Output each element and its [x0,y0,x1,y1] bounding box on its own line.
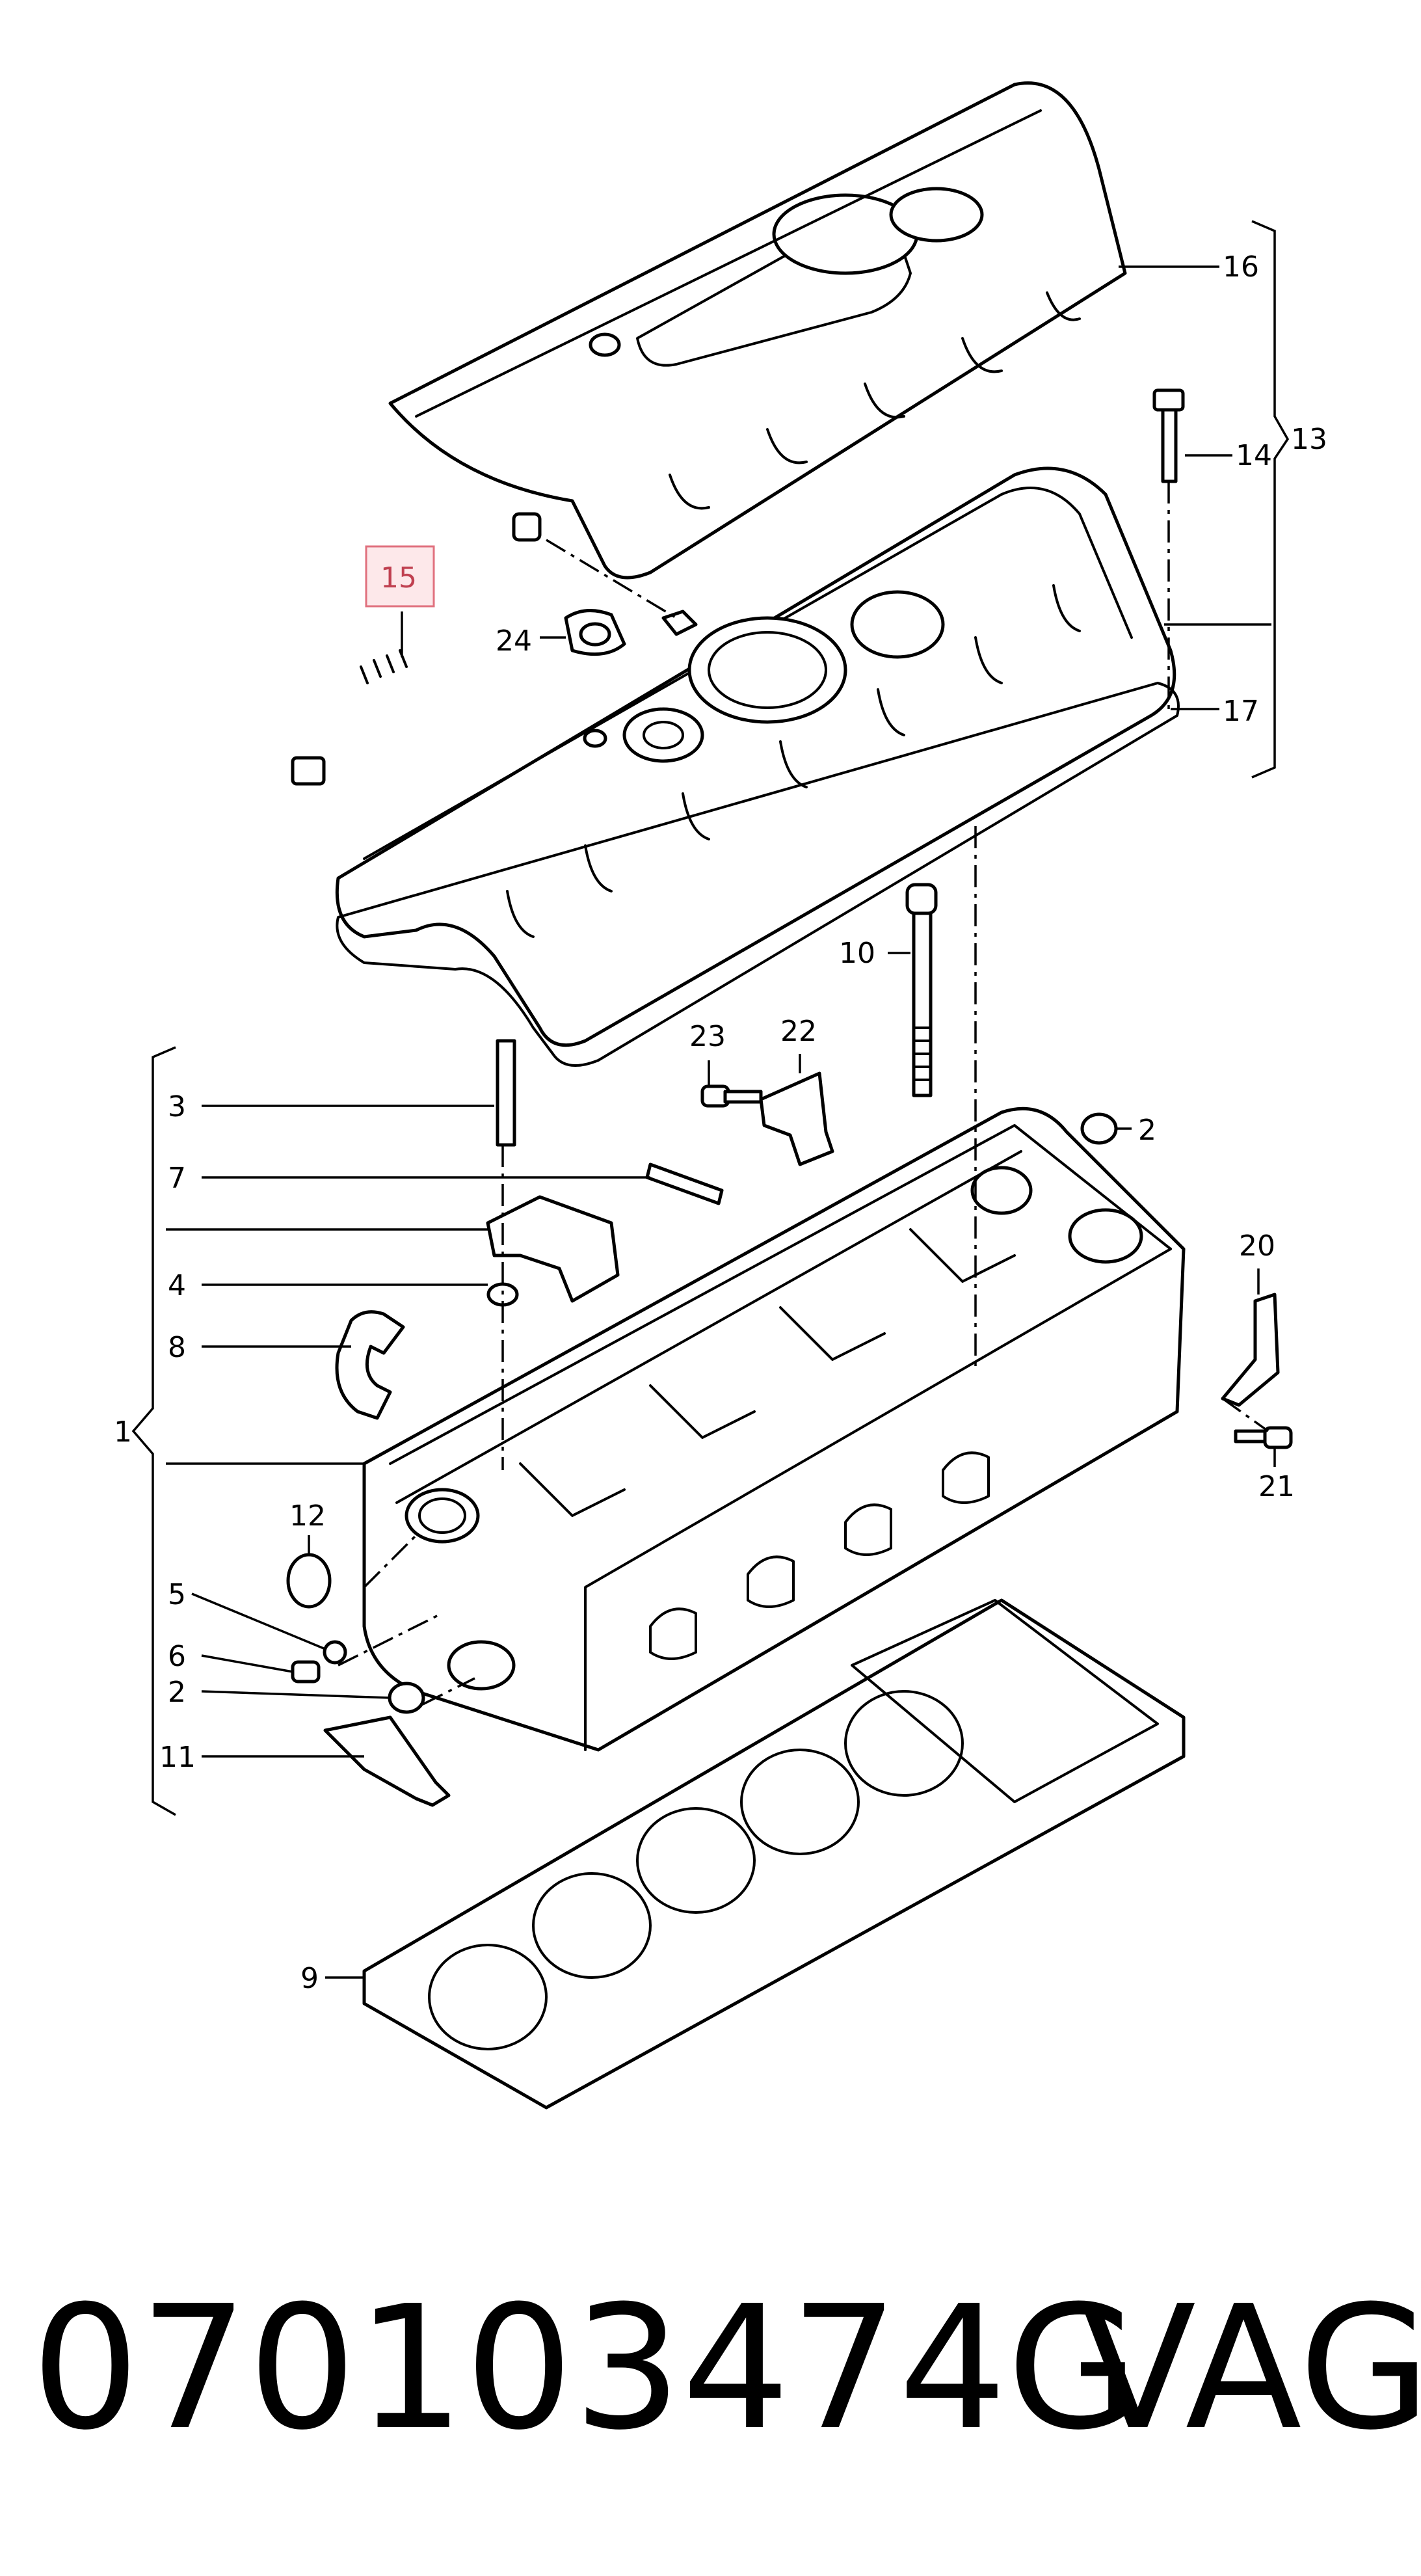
cylinder-head-cover [335,466,1176,1047]
callout-14: 14 [1236,439,1272,472]
leader-lines [131,220,1290,1979]
callout-7: 7 [168,1162,186,1195]
sealant-tube [323,1715,451,1807]
cover-plate [286,1553,332,1609]
callout-23: 23 [689,1020,726,1053]
callout-12: 12 [289,1499,326,1533]
pressure-valve [564,609,698,748]
callout-9: 9 [300,1962,319,1995]
callout-20: 20 [1239,1229,1275,1263]
callout-15: 15 [380,561,417,595]
cylinder-head [362,1107,1186,1752]
sealing-plug-lower [388,1682,425,1714]
sealing-plug [1080,1112,1118,1145]
bearing-cap [486,1039,620,1307]
head-bolt [905,883,938,1097]
callout-1: 1 [114,1415,132,1449]
highlight-box [365,545,435,608]
engine-top-cover [388,81,1127,580]
callout-24: 24 [496,624,532,658]
callout-2-top: 2 [1138,1114,1156,1147]
stud [645,1162,724,1205]
bracket [700,1071,834,1166]
callout-10: 10 [839,937,875,970]
callout-6: 6 [168,1640,186,1673]
brand-name: VAG [1080,2269,1421,2467]
callout-4: 4 [168,1269,186,1302]
callout-8: 8 [168,1331,186,1364]
seal-ring [323,1640,347,1665]
part-number: 070103474G [31,2269,1139,2467]
callout-11: 11 [159,1741,196,1774]
callout-16: 16 [1223,250,1259,284]
callout-labels: 16 14 13 17 15 24 10 22 23 2 3 7 4 8 20 … [114,250,1327,1995]
support-bracket [1221,1293,1293,1449]
callout-22: 22 [780,1015,817,1048]
cover-bolt [1152,388,1185,483]
callout-2-bottom: 2 [168,1676,186,1709]
callout-21: 21 [1258,1470,1295,1503]
breather-hose [291,511,542,786]
callout-17: 17 [1223,695,1259,728]
callout-3: 3 [168,1090,186,1123]
cover-gasket [336,682,1180,1067]
elbow-fitting [335,1310,405,1420]
callout-5: 5 [168,1578,186,1611]
callout-13: 13 [1291,423,1327,456]
screw-plug [291,1660,321,1684]
head-gasket [362,1598,1186,2110]
